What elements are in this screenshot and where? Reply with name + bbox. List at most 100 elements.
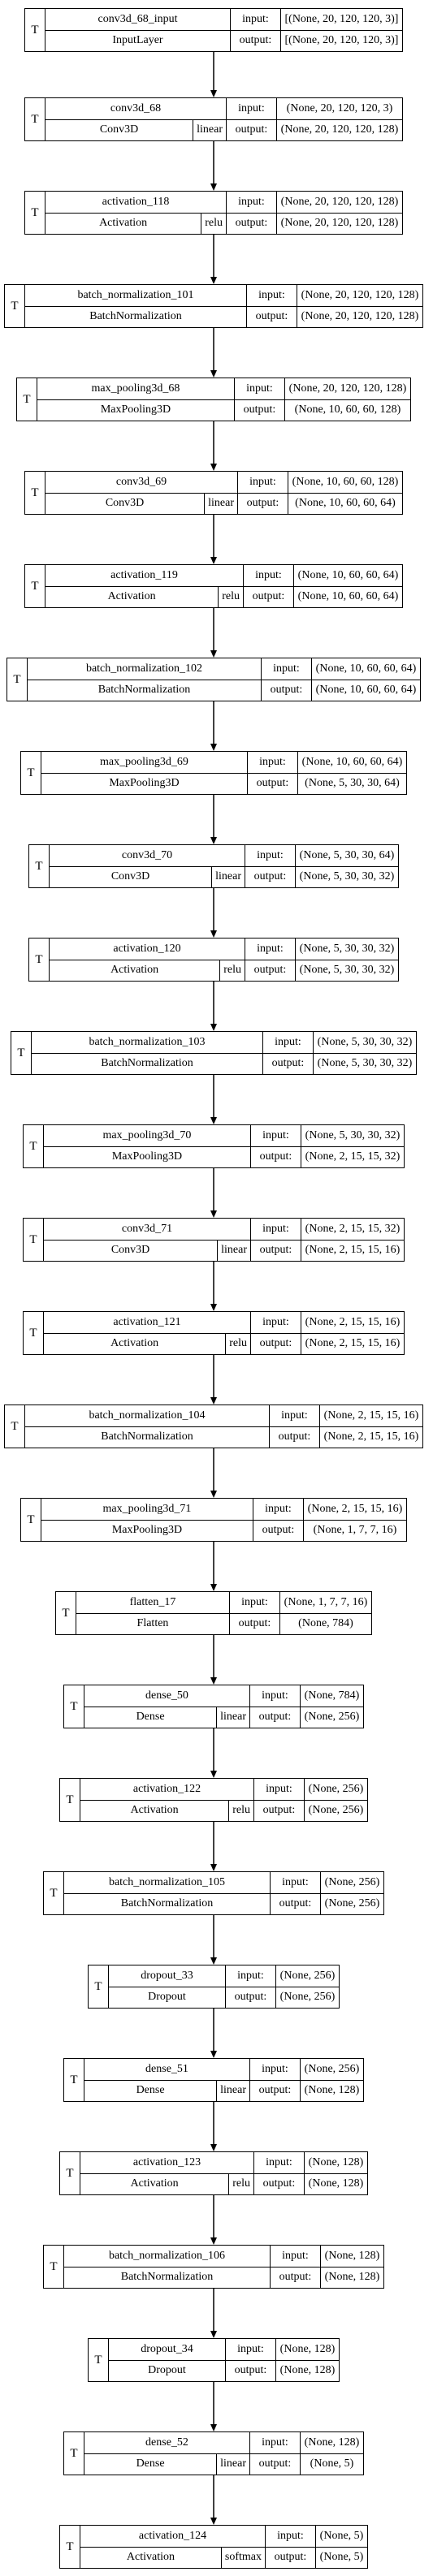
layer-name: conv3d_71 [121,1222,173,1235]
arrowhead-icon [210,650,217,658]
output-shape: (None, 10, 60, 60, 64) [311,680,420,701]
input-shape: (None, 128) [275,2339,339,2360]
arrowhead-icon [210,1397,217,1405]
input-label: input: [249,1685,300,1707]
arrowhead-icon [210,1491,217,1498]
layer-type: InputLayer [112,34,163,47]
activation-fn: relu [218,586,243,607]
layer-name: dense_50 [145,1689,188,1702]
input-shape: (None, 256) [304,1779,367,1800]
input-label: input: [234,378,284,399]
layer-name: dropout_34 [141,2342,193,2355]
input-shape: (None, 256) [300,2059,363,2080]
layer-row-top: activation_122 input:(None, 256) [80,1779,367,1801]
input-label: input: [247,752,297,773]
arrowhead-icon [210,1864,217,1871]
layer-name: activation_122 [132,1782,201,1795]
arrowhead-icon [210,370,217,378]
input-label: input: [269,1405,319,1426]
output-shape: (None, 2, 15, 15, 16) [301,1333,404,1354]
layer-name: conv3d_68_input [97,12,178,25]
trainable-flag: T [25,565,45,607]
input-shape: (None, 256) [275,1965,339,1987]
trainable-flag: T [64,2059,84,2101]
input-shape: (None, 10, 60, 60, 128) [288,472,402,493]
layer-type: Conv3D [110,870,150,883]
trainable-flag: T [24,1219,44,1261]
arrowhead-icon [210,464,217,471]
input-shape: (None, 5) [315,2526,367,2547]
input-label: input: [225,2339,275,2360]
layer-name: max_pooling3d_71 [102,1502,192,1515]
input-shape: (None, 2, 15, 15, 16) [319,1405,422,1426]
output-shape: (None, 10, 60, 60, 64) [288,493,402,514]
output-shape: (None, 20, 120, 120, 128) [276,213,402,234]
trainable-flag: T [56,1592,76,1634]
output-shape: (None, 10, 60, 60, 64) [293,586,402,607]
layer-type: MaxPooling3D [111,1150,183,1163]
input-shape: (None, 128) [300,2432,363,2453]
input-shape: (None, 2, 15, 15, 32) [301,1219,404,1240]
input-shape: (None, 1, 7, 7, 16) [279,1592,371,1613]
trainable-flag: T [5,1405,25,1448]
layer-name: flatten_17 [129,1595,176,1608]
layer-body: conv3d_71 input:(None, 2, 15, 15, 32)Conv… [44,1219,404,1261]
arrowhead-icon [210,1024,217,1031]
input-label: input: [245,938,295,960]
activation-fn: relu [228,1800,253,1821]
layer-row-top: conv3d_71 input:(None, 2, 15, 15, 32) [44,1219,404,1241]
layer-name: activation_118 [102,195,170,208]
output-label: output: [261,680,311,701]
trainable-flag: T [7,658,28,701]
input-label: input: [230,9,280,30]
arrowhead-icon [210,1304,217,1311]
arrowhead-icon [210,1771,217,1778]
activation-fn: relu [219,960,245,981]
activation-fn: linear [204,493,237,514]
trainable-flag: T [89,2339,109,2381]
layer-type: Dense [136,2457,165,2470]
trainable-flag: T [29,938,50,981]
layer-type: Flatten [136,1617,169,1630]
input-shape: (None, 5, 30, 30, 32) [295,938,398,960]
layer-type: Activation [110,1337,159,1350]
input-label: input: [246,285,297,306]
output-label: output: [249,1707,300,1728]
output-label: output: [245,960,295,981]
activation-fn: linear [216,2080,249,2101]
layer-type: BatchNormalization [97,684,191,697]
input-label: input: [253,2152,304,2173]
arrowhead-icon [210,1957,217,1965]
input-label: input: [253,1779,304,1800]
input-label: input: [250,1219,301,1240]
trainable-flag: T [44,2246,64,2288]
layer-type: BatchNormalization [101,1057,193,1070]
input-label: input: [262,1032,313,1053]
